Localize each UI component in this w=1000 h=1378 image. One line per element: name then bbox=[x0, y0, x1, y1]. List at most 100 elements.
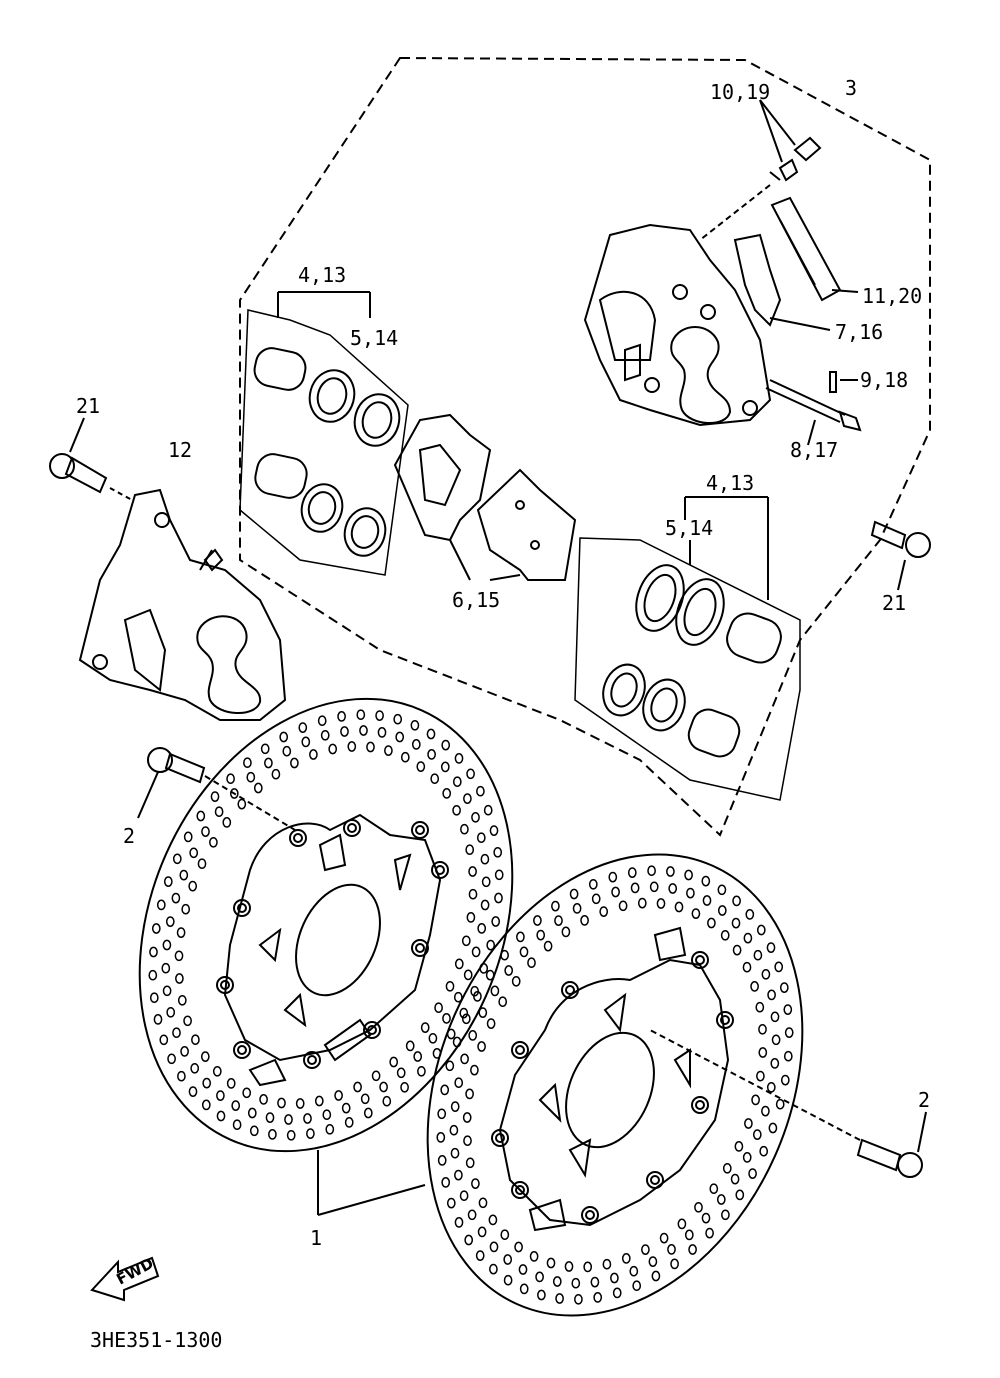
disc-hole bbox=[742, 1152, 752, 1163]
disc-hole bbox=[413, 1051, 423, 1062]
disc-hole bbox=[202, 1077, 212, 1089]
disc-hole bbox=[306, 1128, 315, 1139]
disc-hole bbox=[468, 888, 478, 900]
disc-hole bbox=[519, 946, 529, 958]
disc-hole bbox=[341, 1102, 351, 1114]
disc-hole bbox=[468, 1030, 478, 1041]
disc-hole bbox=[731, 917, 741, 929]
disc-hole bbox=[483, 804, 493, 816]
brake-disc-right bbox=[426, 853, 804, 1317]
disc-hole bbox=[537, 1289, 546, 1301]
forward-arrow-icon bbox=[90, 1256, 160, 1302]
disc-hole bbox=[659, 1232, 669, 1244]
disc-hole bbox=[602, 1258, 612, 1270]
disc-hole bbox=[189, 847, 199, 859]
disc-hole bbox=[468, 866, 477, 877]
disc-hole bbox=[452, 1036, 462, 1048]
disc-hole bbox=[232, 1119, 242, 1131]
disc-hole bbox=[446, 1028, 456, 1040]
disc-hole bbox=[709, 1183, 719, 1195]
disc-hole bbox=[677, 1218, 687, 1230]
disc-hole bbox=[222, 817, 232, 828]
disc-hole bbox=[156, 899, 166, 911]
disc-hole bbox=[766, 1081, 776, 1093]
disc-hole bbox=[486, 939, 496, 951]
disc-hole bbox=[686, 887, 695, 899]
disc-hole bbox=[344, 1117, 354, 1128]
disc-hole bbox=[445, 980, 455, 992]
disc-hole bbox=[303, 1113, 312, 1124]
disc-hole bbox=[748, 1168, 757, 1179]
disc-hole bbox=[279, 731, 289, 743]
disc-hole bbox=[574, 1293, 583, 1305]
disc-hole bbox=[477, 1041, 486, 1052]
disc-hole bbox=[504, 965, 514, 976]
disc-hole bbox=[770, 1058, 780, 1069]
disc-hole bbox=[450, 1101, 460, 1112]
disc-hole bbox=[209, 836, 218, 848]
disc-hole bbox=[201, 826, 210, 837]
disc-hole bbox=[555, 1293, 564, 1304]
disc-hole bbox=[514, 1241, 523, 1253]
disc-hole bbox=[717, 905, 727, 916]
disc-hole bbox=[732, 944, 742, 956]
disc-hole bbox=[766, 942, 776, 953]
disc-hole bbox=[471, 1178, 480, 1189]
disc-hole bbox=[730, 1173, 740, 1185]
disc-hole bbox=[670, 1258, 679, 1270]
disc-hole bbox=[491, 916, 501, 927]
disc-hole bbox=[462, 1112, 472, 1123]
disc-hole bbox=[488, 1214, 498, 1226]
caliper-kit-outline bbox=[239, 56, 931, 837]
disc-hole bbox=[551, 900, 560, 912]
disc-hole bbox=[337, 711, 346, 722]
disc-hole bbox=[452, 776, 462, 788]
disc-hole bbox=[162, 939, 172, 951]
disc-hole bbox=[761, 1105, 770, 1117]
disc-hole bbox=[571, 1277, 581, 1289]
disc-hole bbox=[684, 1229, 694, 1241]
disc-hole bbox=[181, 903, 191, 915]
disc-hole bbox=[325, 1123, 335, 1135]
disc-hole bbox=[490, 985, 500, 997]
pad-clip bbox=[733, 233, 831, 331]
disc-hole bbox=[618, 900, 628, 912]
label-12: 12 bbox=[168, 438, 193, 462]
disc-hole bbox=[454, 1217, 464, 1228]
disc-hole bbox=[328, 743, 338, 755]
disc-hole bbox=[774, 961, 784, 973]
disc-hole bbox=[771, 1034, 781, 1046]
disc-hole bbox=[301, 736, 311, 748]
disc-hole bbox=[783, 1050, 793, 1062]
disc-hole bbox=[463, 1135, 472, 1147]
disc-hole bbox=[750, 981, 759, 992]
disc-hole bbox=[742, 961, 752, 973]
disc-hole bbox=[588, 878, 598, 890]
disc-bolt-left bbox=[137, 747, 296, 831]
disc-hole bbox=[366, 741, 375, 753]
disc-hole bbox=[720, 929, 730, 941]
piston-seal-group-lower bbox=[574, 496, 801, 801]
disc-hole bbox=[629, 1265, 639, 1277]
disc-hole bbox=[460, 1053, 469, 1065]
disc-hole bbox=[290, 757, 299, 769]
disc-hole bbox=[172, 853, 182, 865]
disc-hole bbox=[632, 1280, 642, 1292]
disc-hole bbox=[309, 749, 318, 760]
disc-hole bbox=[784, 1027, 794, 1038]
disc-hole bbox=[216, 1110, 226, 1122]
disc-hole bbox=[298, 722, 308, 733]
disc-hole bbox=[580, 915, 589, 926]
disc-hole bbox=[751, 1094, 760, 1106]
disc-hole bbox=[546, 1257, 556, 1269]
disc-hole bbox=[478, 1197, 488, 1209]
disc-hole bbox=[701, 1212, 711, 1224]
disc-hole bbox=[259, 1094, 268, 1105]
label-7-16: 7,16 bbox=[835, 320, 884, 344]
disc-hole bbox=[371, 1070, 381, 1082]
disc-hole bbox=[768, 1122, 778, 1134]
disc-hole bbox=[489, 825, 499, 836]
disc-hole bbox=[466, 768, 475, 780]
label-21-right: 21 bbox=[882, 591, 907, 615]
disc-hole bbox=[180, 1046, 189, 1057]
